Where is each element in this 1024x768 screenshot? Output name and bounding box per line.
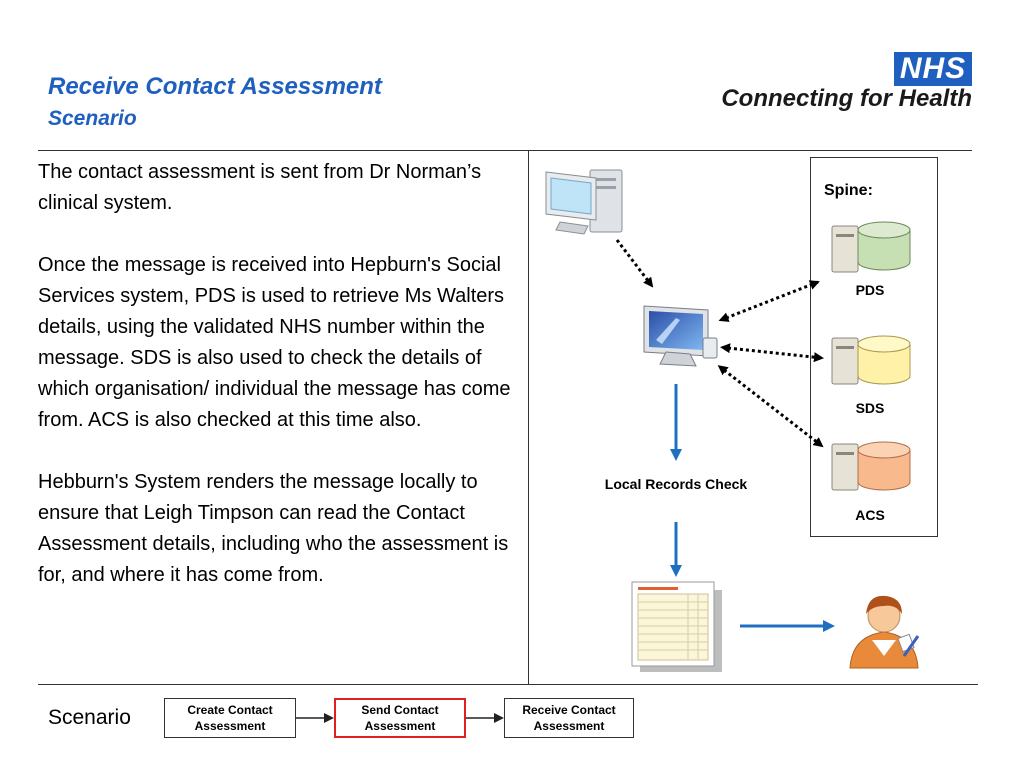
- description-paragraph-2: Once the message is received into Hepbur…: [38, 254, 511, 431]
- document-form-icon: [631, 581, 722, 672]
- monitor-icon: [643, 305, 718, 367]
- spine-label: Spine:: [824, 182, 873, 199]
- arrow-computer-to-monitor: [615, 239, 654, 288]
- page-title: Receive Contact Assessment: [48, 73, 382, 100]
- pds-label: PDS: [855, 282, 885, 298]
- scenario-label: Scenario: [48, 706, 131, 729]
- arrow-monitor-pds: [718, 280, 820, 322]
- description-text: The contact assessment is sent from Dr N…: [38, 157, 528, 622]
- logo-tagline: Connecting for Health: [721, 85, 972, 112]
- user-person-icon: [849, 595, 920, 669]
- step-create-contact-assessment: Create Contact Assessment: [164, 698, 296, 738]
- local-records-check-label: Local Records Check: [604, 476, 748, 492]
- step-send-contact-assessment: Send Contact Assessment: [334, 698, 466, 738]
- footer-divider: [38, 684, 978, 685]
- acs-label: ACS: [855, 507, 885, 523]
- nhs-badge: NHS: [894, 52, 972, 86]
- pds-database-icon: [831, 221, 911, 273]
- column-divider: [528, 150, 529, 684]
- page-subtitle: Scenario: [48, 107, 137, 130]
- step-receive-contact-assessment: Receive Contact Assessment: [504, 698, 634, 738]
- nhs-logo: NHS Connecting for Health: [700, 50, 976, 116]
- description-paragraph-3: Hebburn's System renders the message loc…: [38, 471, 509, 586]
- arrow-monitor-acs: [717, 365, 824, 448]
- acs-database-icon: [831, 441, 911, 491]
- description-paragraph-1: The contact assessment is sent from Dr N…: [38, 161, 482, 214]
- header-divider: [38, 150, 972, 151]
- arrow-monitor-sds: [720, 343, 824, 363]
- sds-database-icon: [831, 335, 911, 385]
- desktop-computer-icon: [545, 169, 623, 235]
- sds-label: SDS: [855, 400, 885, 416]
